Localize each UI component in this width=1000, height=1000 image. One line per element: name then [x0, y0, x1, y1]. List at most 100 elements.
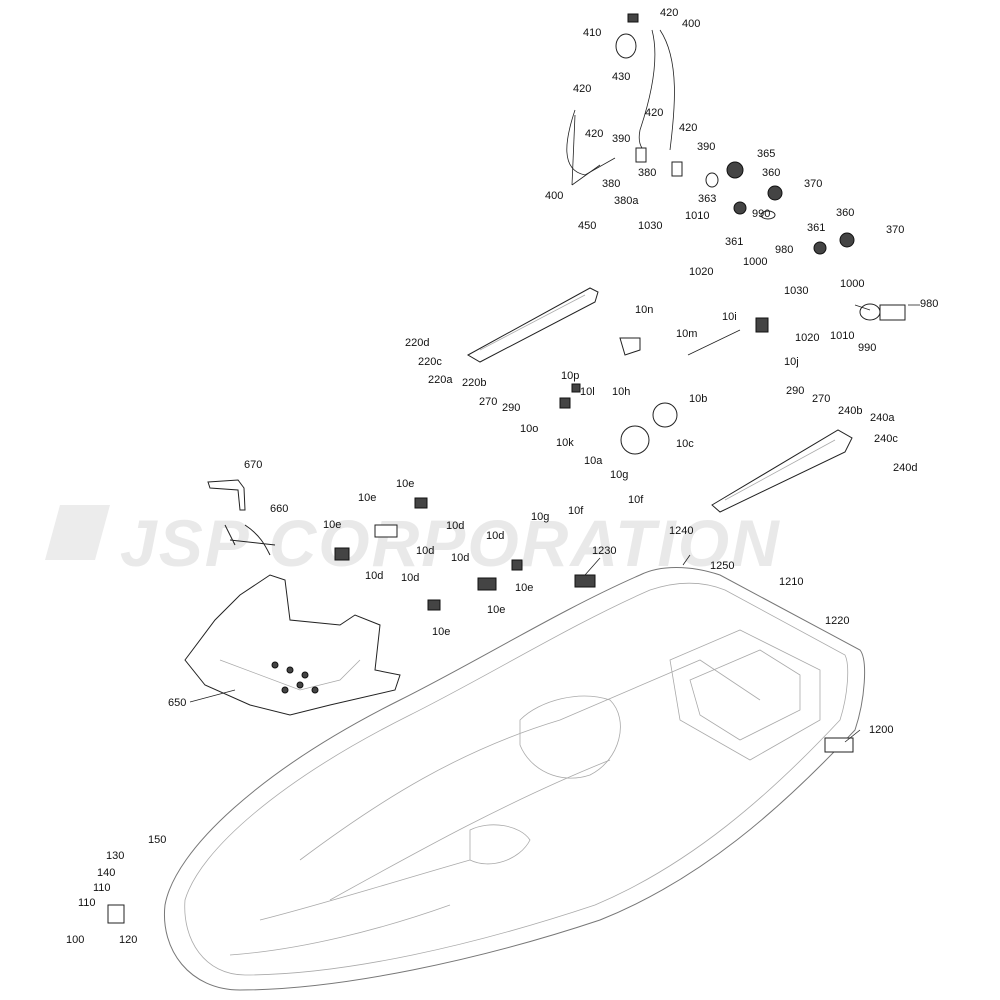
hose-400b	[659, 29, 675, 151]
callout-660: 660	[270, 503, 289, 515]
callout-380: 380	[602, 178, 621, 190]
callout-150: 150	[148, 834, 167, 846]
callout-10p: 10p	[561, 370, 580, 382]
callout-10k: 10k	[556, 437, 574, 449]
callout-100: 100	[66, 934, 85, 946]
callout-10d: 10d	[365, 570, 384, 582]
callout-220d: 220d	[405, 337, 430, 349]
callout-1210: 1210	[779, 576, 804, 588]
callout-380: 380	[638, 167, 657, 179]
callout-370: 370	[804, 178, 823, 190]
callout-290: 290	[786, 385, 805, 397]
callout-650: 650	[168, 697, 187, 709]
callout-1010: 1010	[685, 210, 710, 222]
callout-400: 400	[545, 190, 564, 202]
callout-10c: 10c	[676, 438, 694, 450]
callout-1030: 1030	[784, 285, 809, 297]
callout-450: 450	[578, 220, 597, 232]
callout-10e: 10e	[396, 478, 415, 490]
callout-10j: 10j	[784, 356, 799, 368]
callout-10m: 10m	[676, 328, 698, 340]
callout-240a: 240a	[870, 412, 895, 424]
callout-10e: 10e	[323, 519, 342, 531]
callout-360: 360	[762, 167, 781, 179]
callout-390: 390	[697, 141, 716, 153]
hose-400a	[638, 29, 656, 149]
callout-10g: 10g	[610, 469, 629, 481]
callout-361: 361	[725, 236, 744, 248]
callout-1010: 1010	[830, 330, 855, 342]
callout-10e: 10e	[432, 626, 451, 638]
callout-1240: 1240	[669, 525, 694, 537]
callout-140: 140	[97, 867, 116, 879]
callout-10d: 10d	[446, 520, 465, 532]
callout-10h: 10h	[612, 386, 631, 398]
callout-10a: 10a	[584, 455, 603, 467]
callout-220c: 220c	[418, 356, 442, 368]
callout-380a: 380a	[614, 195, 639, 207]
callout-430: 430	[612, 71, 631, 83]
callout-220b: 220b	[462, 377, 487, 389]
callout-990: 990	[858, 342, 877, 354]
callout-240d: 240d	[893, 462, 918, 474]
callout-365: 365	[757, 148, 776, 160]
callout-120: 120	[119, 934, 138, 946]
leader-lines	[189, 114, 920, 743]
callout-130: 130	[106, 850, 125, 862]
callout-10o: 10o	[520, 423, 539, 435]
callout-10e: 10e	[487, 604, 506, 616]
callout-390: 390	[612, 133, 631, 145]
callout-220a: 220a	[428, 374, 453, 386]
callout-420: 420	[679, 122, 698, 134]
callout-10d: 10d	[486, 530, 505, 542]
hose-400c	[566, 109, 616, 176]
callout-290: 290	[502, 402, 521, 414]
callout-1250: 1250	[710, 560, 735, 572]
callout-420: 420	[660, 7, 679, 19]
callout-10d: 10d	[416, 545, 435, 557]
callout-370: 370	[886, 224, 905, 236]
callout-10d: 10d	[401, 572, 420, 584]
callout-10f: 10f	[568, 505, 584, 517]
callout-270: 270	[479, 396, 498, 408]
callout-240b: 240b	[838, 405, 863, 417]
rail-240a	[711, 429, 853, 513]
rail-220a	[466, 287, 599, 363]
callout-1020: 1020	[689, 266, 714, 278]
callout-1020: 1020	[795, 332, 820, 344]
callout-410: 410	[583, 27, 602, 39]
callout-990: 990	[752, 208, 771, 220]
callout-1220: 1220	[825, 615, 850, 627]
callout-400: 400	[682, 18, 701, 30]
callout-110: 110	[78, 897, 96, 909]
callout-10i: 10i	[722, 311, 737, 323]
callout-1030: 1030	[638, 220, 663, 232]
callout-363: 363	[698, 193, 717, 205]
callout-1230: 1230	[592, 545, 617, 557]
callout-10b: 10b	[689, 393, 708, 405]
callout-10n: 10n	[635, 304, 654, 316]
bracket-670	[207, 479, 246, 511]
hull	[163, 567, 866, 991]
callout-1000: 1000	[743, 256, 768, 268]
callout-240c: 240c	[874, 433, 898, 445]
callout-10f: 10f	[628, 494, 644, 506]
callout-10l: 10l	[580, 386, 595, 398]
callout-110: 110	[93, 882, 111, 894]
callout-980: 980	[920, 298, 939, 310]
callout-361: 361	[807, 222, 826, 234]
callout-360: 360	[836, 207, 855, 219]
bracket-660	[224, 524, 276, 556]
cover-650	[184, 574, 401, 716]
watermark-logo-mark	[40, 505, 110, 565]
small-parts	[107, 13, 906, 924]
callout-420: 420	[645, 107, 664, 119]
callout-10e: 10e	[515, 582, 534, 594]
callout-10d: 10d	[451, 552, 470, 564]
ring-430	[615, 33, 637, 59]
callout-670: 670	[244, 459, 263, 471]
callout-1200: 1200	[869, 724, 894, 736]
callout-10g: 10g	[531, 511, 550, 523]
callout-10e: 10e	[358, 492, 377, 504]
